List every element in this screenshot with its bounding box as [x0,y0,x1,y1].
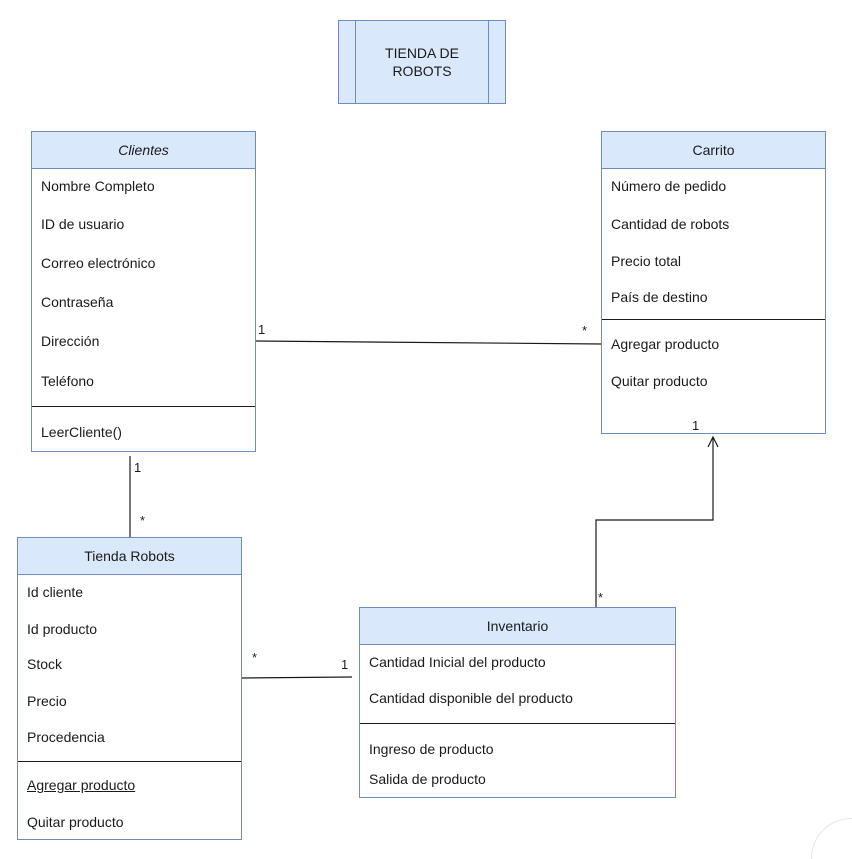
clientes-method-leer: LeerCliente() [41,424,122,440]
mult-clientes-tienda-star: * [140,513,146,528]
clientes-attr-nombre: Nombre Completo [41,178,155,194]
association-clientes-carrito[interactable] [254,340,603,345]
tienda-method-agregar: Agregar producto [27,777,136,793]
inventario-method-salida: Salida de producto [369,771,486,787]
diagram-title-box[interactable]: TIENDA DE ROBOTS [338,20,506,104]
carrito-attr-cantidad: Cantidad de robots [611,216,730,232]
title-box-left-bar [355,21,356,103]
mult-tienda-inventario-1: 1 [341,657,349,672]
mult-clientes-carrito-star: * [582,323,588,338]
arrowhead-carrito [707,435,719,448]
tienda-attr-idcliente: Id cliente [27,584,84,600]
tienda-divider [18,761,241,762]
class-clientes[interactable]: Clientes Nombre Completo ID de usuario C… [31,131,256,452]
carrito-attr-numero: Número de pedido [611,178,727,194]
inventario-attr-disponible: Cantidad disponible del producto [369,690,573,706]
carrito-attr-pais: País de destino [611,289,708,305]
tienda-attr-precio: Precio [27,693,67,709]
mult-clientes-carrito-1: 1 [258,322,266,337]
clientes-attr-direccion: Dirección [41,333,100,349]
inventario-divider [360,723,675,724]
carrito-method-agregar: Agregar producto [611,336,720,352]
tienda-attr-idproducto: Id producto [27,621,98,637]
title-box-right-bar [488,21,489,103]
class-clientes-header: Clientes [32,132,255,169]
mult-inventario-carrito-1: 1 [692,418,700,433]
class-inventario-header: Inventario [360,608,675,645]
diagram-title-line2: ROBOTS [392,63,452,79]
mult-inventario-carrito-star: * [598,590,604,605]
carrito-divider [602,319,825,320]
carrito-attr-precio: Precio total [611,253,682,269]
clientes-attr-contrasena: Contraseña [41,294,114,310]
inventario-attr-inicial: Cantidad Inicial del producto [369,654,546,670]
clientes-attr-correo: Correo electrónico [41,255,156,271]
association-inventario-carrito[interactable] [595,437,714,607]
mult-clientes-tienda-1: 1 [134,460,142,475]
mult-tienda-inventario-star: * [252,650,258,665]
clientes-attr-telefono: Teléfono [41,373,94,389]
class-tienda-robots[interactable]: Tienda Robots Id cliente Id producto Sto… [17,537,242,840]
inventario-method-ingreso: Ingreso de producto [369,741,494,757]
diagram-title-line1: TIENDA DE [385,45,459,61]
tienda-attr-stock: Stock [27,656,63,672]
class-inventario[interactable]: Inventario Cantidad Inicial del producto… [359,607,676,798]
association-tienda-inventario[interactable] [240,676,353,679]
diagram-title: TIENDA DE ROBOTS [362,44,482,80]
class-carrito[interactable]: Carrito Número de pedido Cantidad de rob… [601,131,826,434]
carrito-method-quitar: Quitar producto [611,373,708,389]
clientes-attr-id: ID de usuario [41,216,125,232]
class-tienda-header: Tienda Robots [18,538,241,575]
class-carrito-header: Carrito [602,132,825,169]
clientes-divider [32,406,255,407]
tienda-attr-procedencia: Procedencia [27,729,105,745]
tienda-method-quitar: Quitar producto [27,814,124,830]
